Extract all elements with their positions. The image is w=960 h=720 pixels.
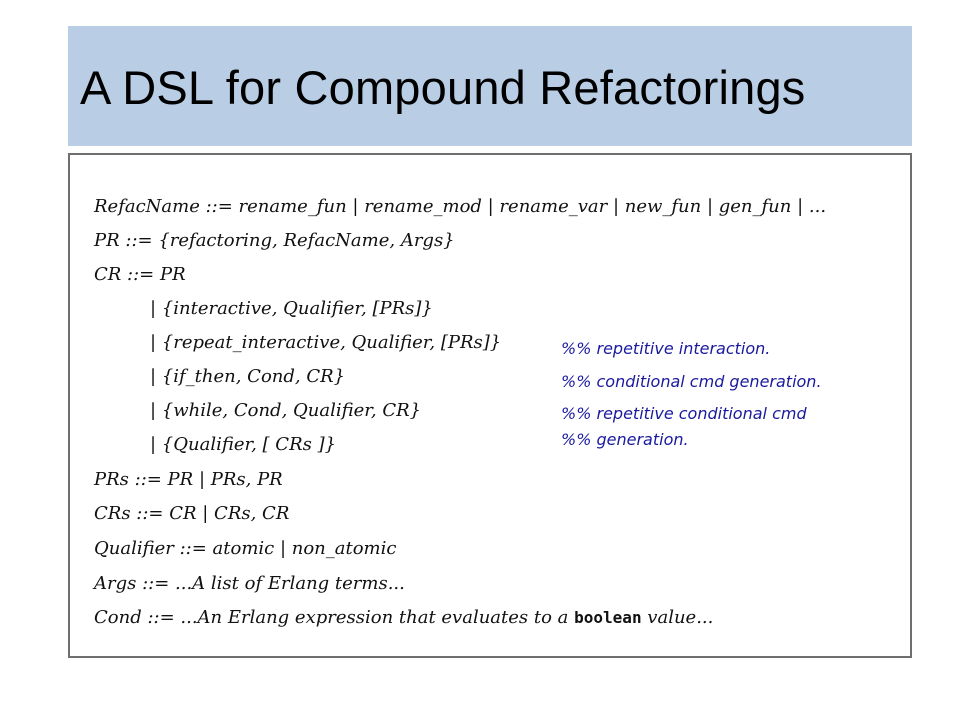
boolean-keyword: boolean: [574, 608, 642, 627]
grammar-line-pr: PR ::= {refactoring, RefacName, Args}: [94, 230, 455, 251]
slide-title: A DSL for Compound Refactorings: [80, 61, 806, 114]
comment-repetitive-interaction: %% repetitive interaction.: [561, 339, 771, 358]
grammar-line-cond: Cond ::= ...An Erlang expression that ev…: [94, 607, 713, 628]
grammar-line-while: | {while, Cond, Qualifier, CR}: [150, 400, 422, 421]
comment-generation: %% generation.: [561, 430, 689, 449]
grammar-line-qualifier-crs: | {Qualifier, [ CRs ]}: [150, 434, 337, 455]
cond-text: Cond ::= ...An Erlang expression that ev…: [94, 607, 575, 628]
grammar-line-refacname: RefacName ::= rename_fun | rename_mod | …: [94, 196, 827, 217]
grammar-line-qualifier: Qualifier ::= atomic | non_atomic: [94, 538, 397, 559]
title-bar: A DSL for Compound Refactorings: [68, 26, 912, 146]
grammar-line-crs: CRs ::= CR | CRs, CR: [94, 503, 290, 524]
comment-conditional-generation: %% conditional cmd generation.: [561, 372, 822, 391]
grammar-line-repeat-interactive: | {repeat_interactive, Qualifier, [PRs]}: [150, 332, 502, 353]
comment-repetitive-conditional: %% repetitive conditional cmd: [561, 404, 807, 423]
grammar-line-cr: CR ::= PR: [94, 264, 186, 285]
grammar-line-prs: PRs ::= PR | PRs, PR: [94, 469, 283, 490]
grammar-line-args: Args ::= ...A list of Erlang terms...: [94, 573, 405, 594]
cond-tail-text: value...: [641, 607, 714, 628]
grammar-panel: RefacName ::= rename_fun | rename_mod | …: [68, 153, 912, 658]
grammar-line-if-then: | {if_then, Cond, CR}: [150, 366, 346, 387]
grammar-line-interactive: | {interactive, Qualifier, [PRs]}: [150, 298, 433, 319]
